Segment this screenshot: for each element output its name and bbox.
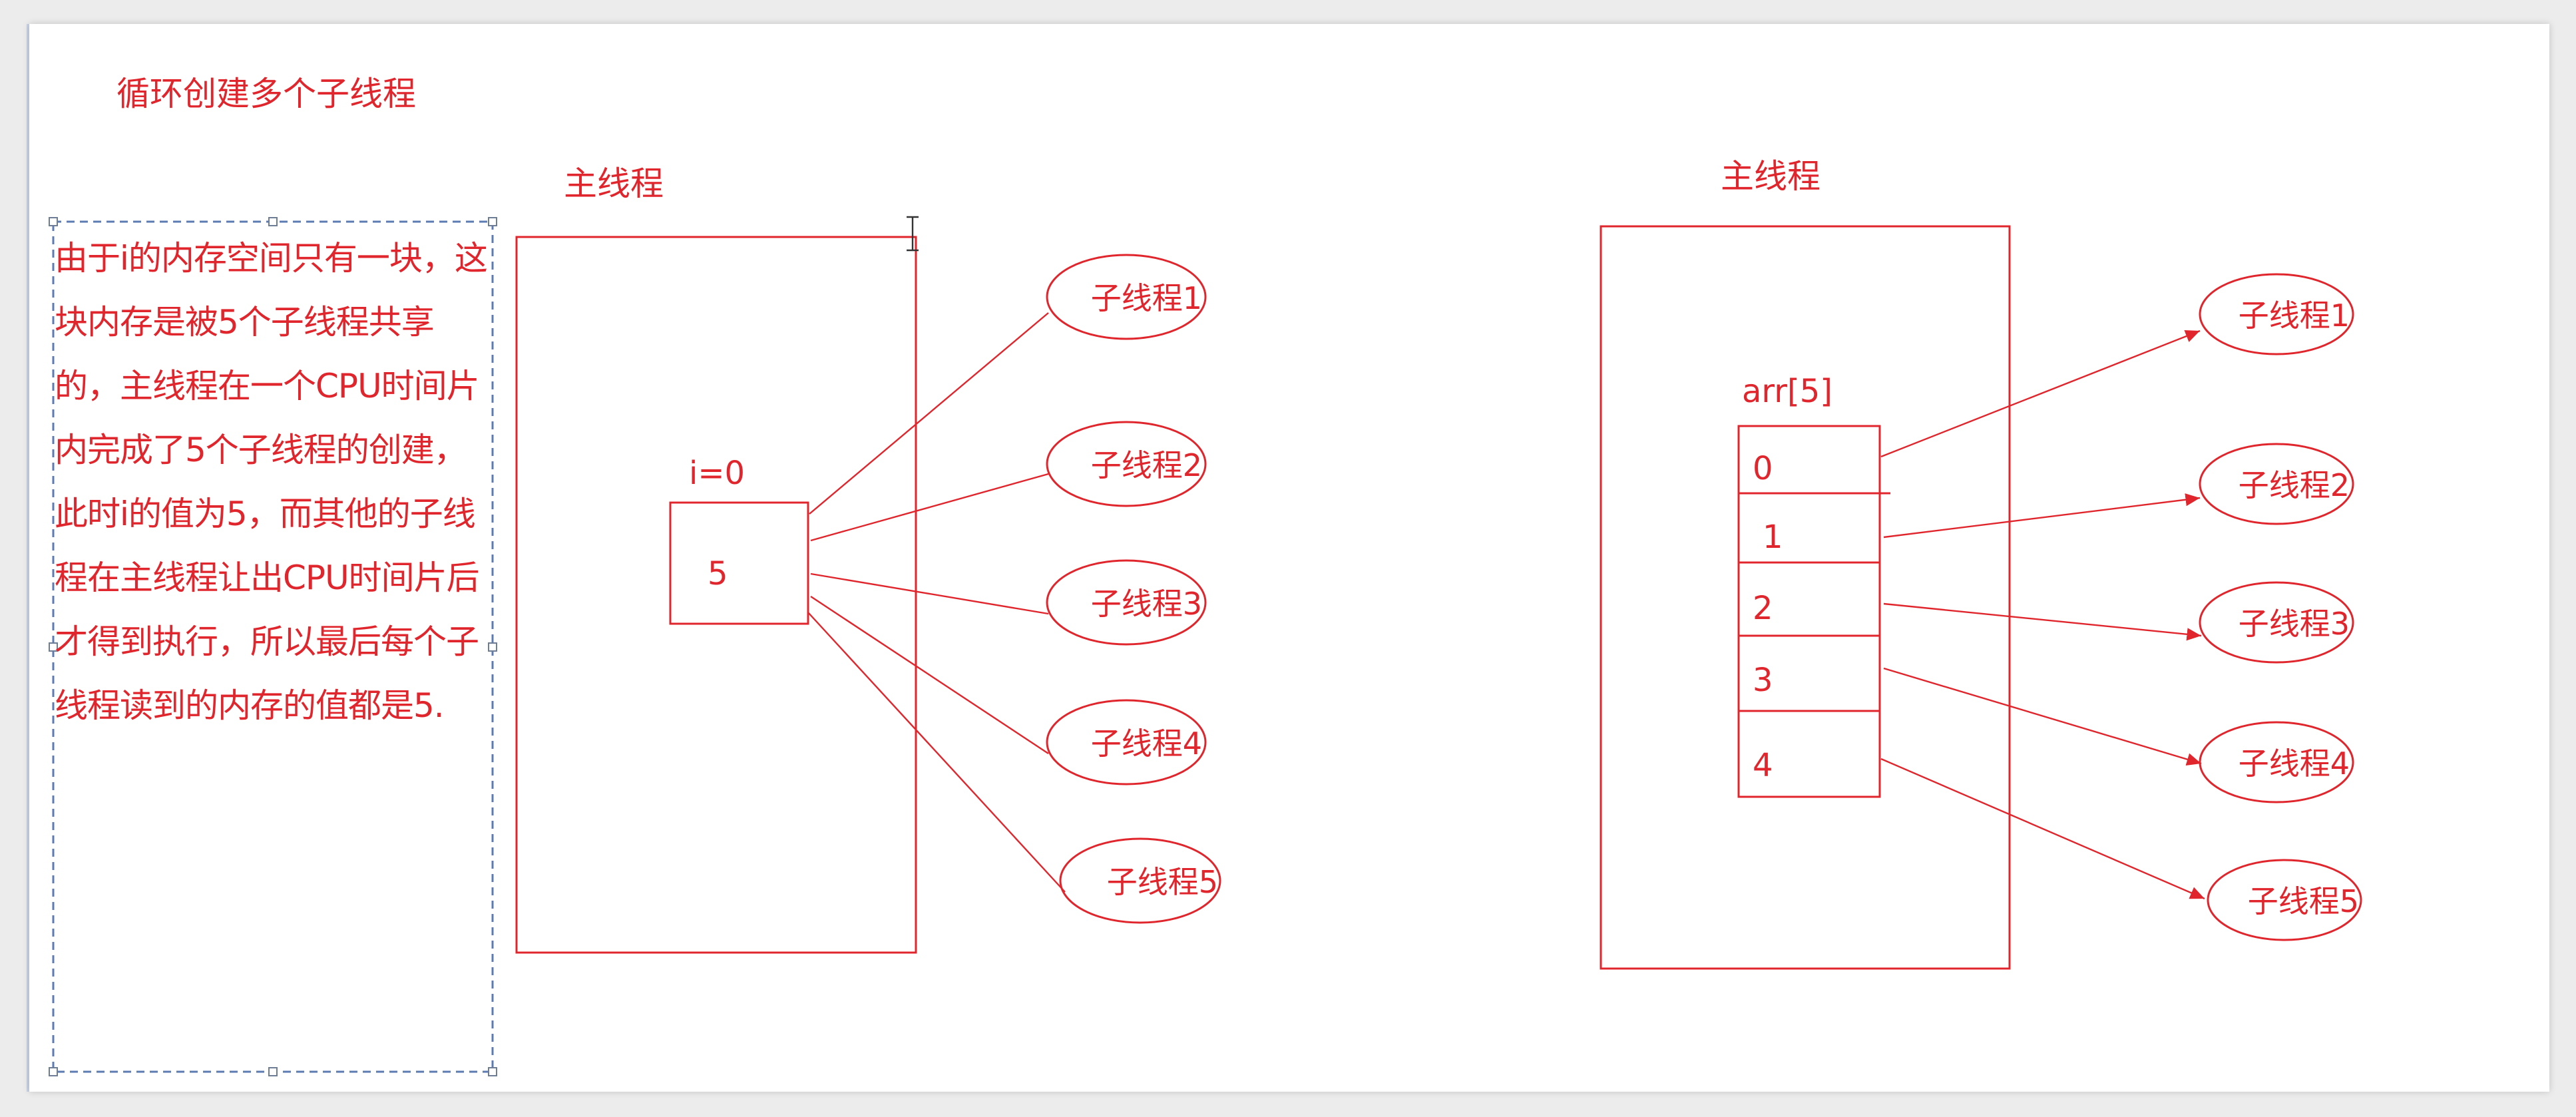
array-label: arr[5] [1742,373,1832,410]
connector-left-4 [810,595,1049,755]
array-cell-4: 4 [1753,747,1773,784]
array-cell-0: 0 [1753,450,1773,487]
child-thread-right-2: 子线程2 [2199,443,2354,525]
child-thread-right-1: 子线程1 [2199,273,2354,355]
resize-handle[interactable] [268,1067,278,1076]
note-selection-frame[interactable] [49,217,497,1076]
child-thread-right-4: 子线程4 [2199,721,2354,803]
resize-handle[interactable] [488,1067,497,1076]
array-cell-2: 2 [1753,590,1773,627]
main-thread-label-right: 主线程 [1721,157,1821,196]
resize-handle[interactable] [488,217,497,226]
child-thread-label: 子线程4 [2239,746,2350,782]
child-thread-label: 子线程2 [1091,447,1202,483]
child-thread-label: 子线程5 [2248,883,2359,919]
var-i-label: i=0 [689,455,745,492]
main-thread-label-left: 主线程 [564,164,664,203]
array-cell-3: 3 [1753,662,1773,699]
child-thread-label: 子线程3 [1091,586,1202,622]
child-thread-label: 子线程1 [1091,280,1202,316]
child-thread-left-1: 子线程1 [1046,254,1207,340]
resize-handle[interactable] [49,217,58,226]
child-thread-left-3: 子线程3 [1046,559,1207,646]
connector-left-5 [807,612,1066,893]
array-cell-1: 1 [1763,519,1783,556]
resize-handle[interactable] [268,217,278,226]
child-thread-label: 子线程4 [1091,726,1202,762]
child-thread-left-2: 子线程2 [1046,421,1207,507]
text-cursor-icon [907,216,919,252]
main-thread-box-left [515,236,917,954]
window-left-border [27,24,31,1092]
arrow-right-1 [1880,330,2201,458]
child-thread-right-3: 子线程3 [2199,581,2354,664]
arrow-right-5 [1880,758,2205,900]
child-thread-label: 子线程3 [2239,606,2350,642]
child-thread-label: 子线程5 [1107,864,1218,900]
resize-handle[interactable] [49,642,58,652]
diagram-title: 循环创建多个子线程 [116,75,416,113]
connector-left-3 [810,572,1049,615]
resize-handle[interactable] [49,1067,58,1076]
child-thread-right-5: 子线程5 [2207,859,2362,941]
array-box [1737,425,1890,798]
connector-left-2 [810,473,1049,542]
main-thread-box-right [1600,225,2011,970]
var-i-box [669,501,809,625]
arrow-right-3 [1883,602,2202,641]
note-text[interactable]: 由于i的内存空间只有一块，这块内存是被5个子线程共享的，主线程在一个CPU时间片… [55,239,488,725]
child-thread-label: 子线程2 [2239,467,2350,503]
arrow-right-4 [1883,667,2202,766]
child-thread-left-4: 子线程4 [1046,699,1207,785]
child-thread-left-5: 子线程5 [1059,837,1221,924]
var-i-value: 5 [708,555,728,592]
resize-handle[interactable] [488,642,497,652]
child-thread-label: 子线程1 [2239,298,2350,334]
connector-left-1 [809,312,1049,515]
arrow-right-2 [1883,493,2201,539]
drawing-canvas[interactable] [29,24,2549,1092]
